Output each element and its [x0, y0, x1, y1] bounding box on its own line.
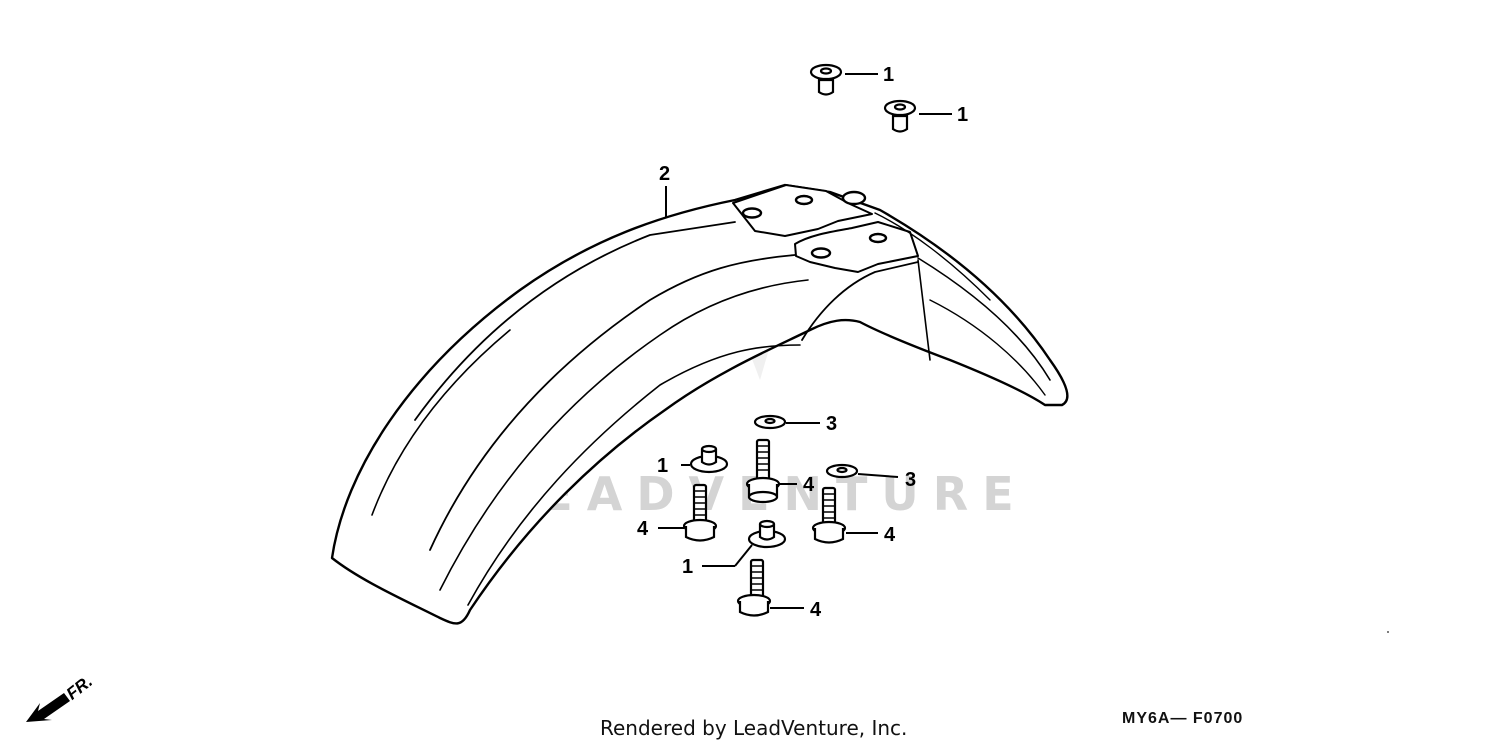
- diagram-code: MY6A— F0700: [1122, 710, 1244, 727]
- callout-4-bottom: 4: [810, 599, 822, 621]
- callout-4-right: 4: [884, 524, 896, 546]
- callout-1-second: 1: [957, 104, 968, 126]
- collar-part: [809, 63, 843, 96]
- callout-3-upper: 3: [826, 413, 837, 435]
- callout-3-right: 3: [905, 469, 916, 491]
- collar-part: [689, 444, 729, 474]
- callout-2: 2: [659, 163, 670, 185]
- washer-part: [753, 414, 787, 430]
- bolt-part: [811, 486, 847, 544]
- bolt-part: [682, 483, 718, 542]
- callout-4-center: 4: [803, 474, 815, 496]
- front-direction-arrow-icon: [26, 693, 70, 722]
- washer-part: [825, 463, 859, 479]
- callout-1-bottom: 1: [682, 556, 693, 578]
- collar-part: [883, 99, 917, 133]
- callout-4-left: 4: [637, 518, 649, 540]
- callout-1-top: 1: [883, 64, 894, 86]
- collar-part: [747, 519, 787, 549]
- render-credit: Rendered by LeadVenture, Inc.: [600, 716, 908, 740]
- bolt-part: [736, 558, 772, 617]
- front-fender: [330, 183, 1069, 625]
- bolt-part: [745, 438, 781, 504]
- callout-1-left: 1: [657, 455, 668, 477]
